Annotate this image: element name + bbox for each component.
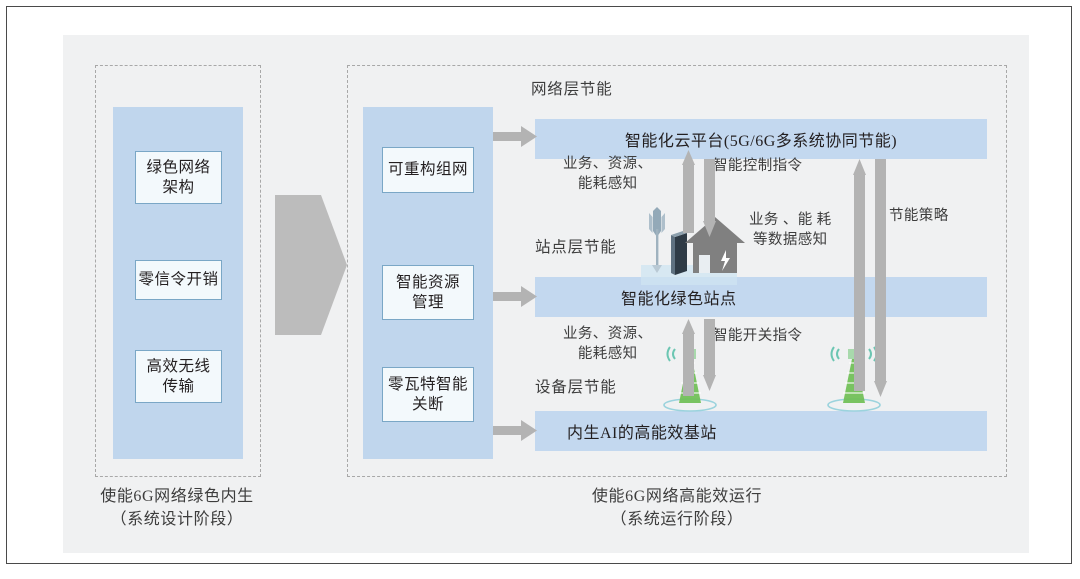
layer-bar-site-text: 智能化绿色站点 bbox=[621, 291, 737, 308]
right-box-zero-watt-intelligent-shutdown[interactable]: 零瓦特智能关断 bbox=[382, 367, 474, 422]
right-box-intelligent-resource-management[interactable]: 智能资源管理 bbox=[382, 265, 474, 320]
flow-label-sense-mid: 业务 、能 耗等数据感知 bbox=[749, 212, 832, 248]
layer-bar-site[interactable]: 智能化绿色站点 bbox=[535, 277, 987, 317]
right-box-2-label: 智能资源管理 bbox=[395, 273, 460, 311]
chevron-right-icon bbox=[275, 195, 347, 335]
cell-tower-icon bbox=[827, 346, 881, 412]
layer-bar-network[interactable]: 智能化云平台(5G/6G多系统协同节能) bbox=[535, 119, 987, 159]
left-box-1-label: 绿色网络架构 bbox=[146, 158, 211, 196]
right-box-3-label: 零瓦特智能关断 bbox=[387, 375, 468, 413]
left-caption-line1: 使能6G网络绿色内生 bbox=[100, 488, 254, 505]
flow-label-control-top: 智能控制指令 bbox=[713, 158, 803, 174]
cell-tower-icon bbox=[663, 346, 717, 412]
flow-label-sense-bottom: 业务、资源、能耗感知 bbox=[563, 326, 653, 362]
layer-bar-network-text: 智能化云平台(5G/6G多系统协同节能) bbox=[624, 133, 898, 150]
layer-label-device: 设备层节能 bbox=[535, 379, 617, 396]
left-box-efficient-wireless-transmission[interactable]: 高效无线传输 bbox=[135, 350, 222, 403]
left-caption-line2: （系统设计阶段） bbox=[110, 511, 244, 529]
flow-label-sense-top: 业务、资源、能耗感知 bbox=[563, 156, 653, 192]
right-stage-caption: 使能6G网络高能效运行 （系统运行阶段） bbox=[437, 485, 917, 531]
left-stage-group bbox=[95, 65, 261, 477]
left-box-zero-signalling-overhead[interactable]: 零信令开销 bbox=[135, 260, 222, 300]
left-stage-caption: 使能6G网络绿色内生 （系统设计阶段） bbox=[77, 485, 277, 531]
right-box-1-label: 可重构组网 bbox=[387, 161, 468, 179]
house-power-icon bbox=[685, 217, 745, 273]
flow-label-switch-command: 智能开关指令 bbox=[713, 328, 803, 344]
layer-label-network: 网络层节能 bbox=[531, 81, 613, 98]
antenna-icon bbox=[649, 207, 665, 273]
right-caption-line1: 使能6G网络高能效运行 bbox=[591, 488, 763, 505]
figure-frame: 绿色网络架构 零信令开销 高效无线传输 可重构组网 智能资源管理 零瓦特智能关断… bbox=[6, 6, 1072, 564]
left-box-3-label: 高效无线传输 bbox=[146, 357, 211, 395]
layer-label-site: 站点层节能 bbox=[535, 239, 617, 256]
right-stage-group bbox=[347, 65, 1007, 477]
layer-bar-device[interactable]: 内生AI的高能效基站 bbox=[535, 411, 987, 451]
server-cabinet-icon bbox=[671, 231, 687, 275]
flow-label-energy-policy: 节能策略 bbox=[889, 208, 949, 224]
right-box-reconfigurable-networking[interactable]: 可重构组网 bbox=[382, 147, 474, 193]
site-icons-group bbox=[641, 207, 745, 285]
left-box-2-label: 零信令开销 bbox=[138, 271, 219, 289]
left-box-green-network-architecture[interactable]: 绿色网络架构 bbox=[135, 151, 222, 204]
layer-bar-device-text: 内生AI的高能效基站 bbox=[567, 425, 717, 442]
right-caption-line2: （系统运行阶段） bbox=[610, 511, 744, 529]
